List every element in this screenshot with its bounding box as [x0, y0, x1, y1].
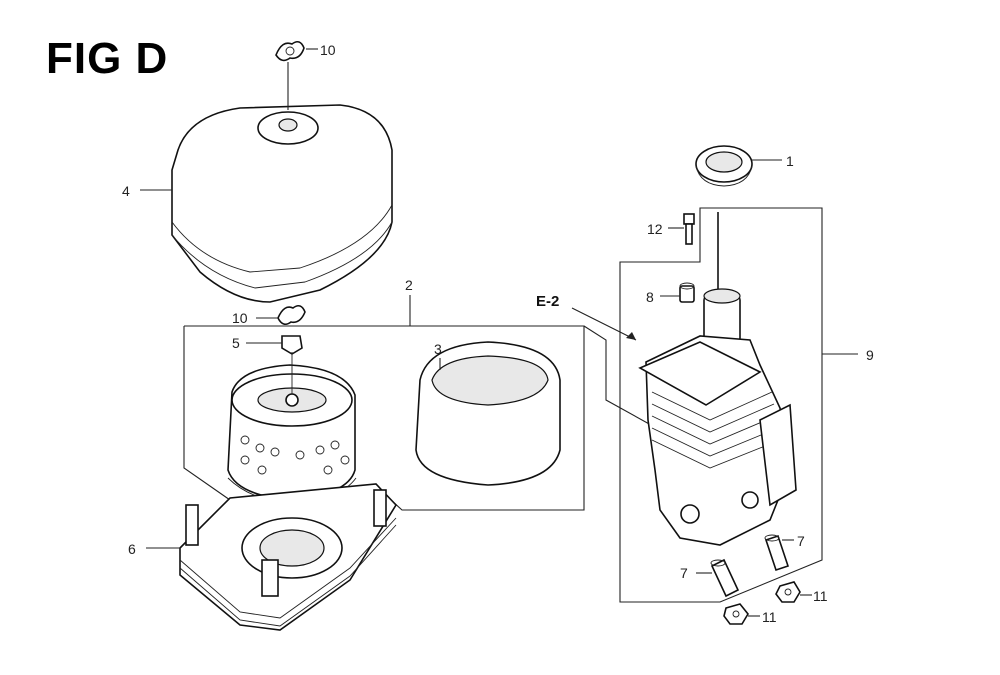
callout-10-top: 10	[320, 42, 336, 58]
callout-6: 6	[128, 541, 136, 557]
callout-11-right: 11	[813, 588, 828, 604]
callout-4: 4	[122, 183, 130, 199]
callout-9: 9	[866, 347, 874, 363]
callout-1: 1	[786, 153, 794, 169]
collar-part-8	[679, 282, 695, 303]
pipe-part-7-right	[764, 534, 790, 572]
elbow-body-part-9	[638, 212, 797, 546]
air-cleaner-base	[179, 483, 398, 631]
callout-2: 2	[405, 277, 413, 293]
pipe-part-7-left	[710, 558, 740, 598]
nut-part-11-right	[775, 581, 801, 603]
callout-5: 5	[232, 335, 240, 351]
callout-7-right: 7	[797, 533, 805, 549]
figure-title: FIG D	[46, 34, 169, 83]
nut-part-11-left	[723, 603, 749, 625]
callout-3: 3	[434, 341, 442, 357]
nut-part-5	[281, 335, 303, 355]
callout-10-lower: 10	[232, 310, 248, 326]
bolt-part-12	[683, 213, 695, 245]
air-cleaner-cover	[171, 104, 393, 303]
gasket-ring	[695, 145, 753, 187]
callout-8: 8	[646, 289, 654, 305]
callout-11-left: 11	[762, 609, 777, 625]
wing-nut-top	[275, 40, 305, 62]
callout-12: 12	[647, 221, 663, 237]
callout-7-left: 7	[680, 565, 688, 581]
reference-label-e2: E-2	[536, 293, 559, 310]
air-filter-element	[227, 352, 357, 505]
foam-prefilter	[415, 341, 561, 486]
wing-nut-lower	[277, 304, 306, 326]
